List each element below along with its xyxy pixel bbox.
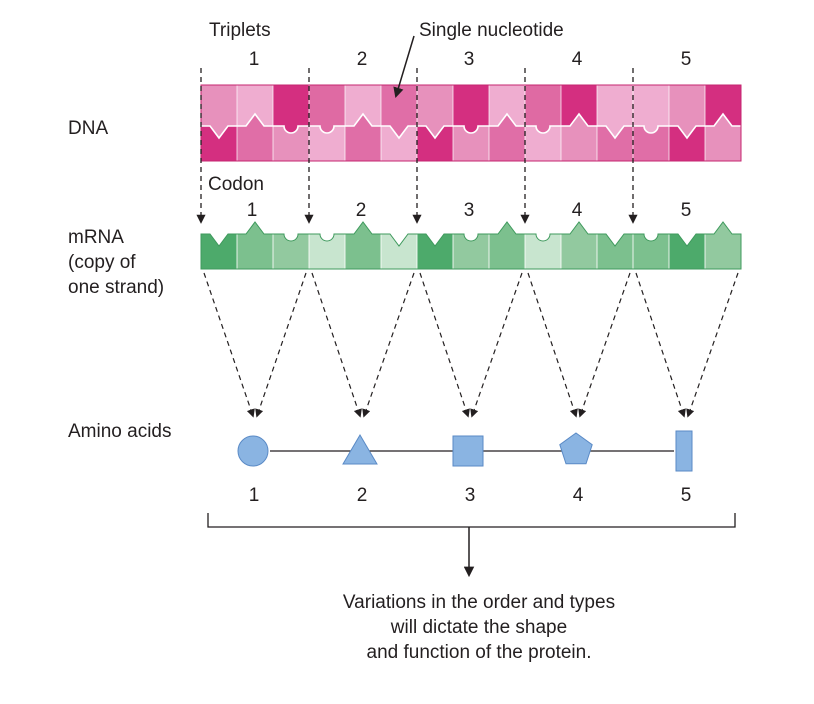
mrna-nucleotide bbox=[201, 222, 237, 269]
codon-right-arrow bbox=[686, 272, 739, 418]
triplet-number-4: 4 bbox=[571, 49, 583, 70]
amino-acid-rectangle bbox=[675, 430, 693, 472]
amino-number-3: 3 bbox=[464, 485, 476, 506]
codon-left-arrow bbox=[203, 272, 255, 418]
caption-line-3: and function of the protein. bbox=[366, 642, 592, 663]
protein-bracket bbox=[207, 513, 736, 528]
caption-line-1: Variations in the order and types bbox=[342, 592, 616, 613]
mrna-label-line-1: mRNA bbox=[68, 227, 124, 248]
mrna-nucleotide bbox=[705, 222, 741, 269]
mrna-nucleotide bbox=[489, 222, 525, 269]
codon-number-4: 4 bbox=[571, 200, 583, 221]
codon-left-arrow bbox=[635, 272, 686, 418]
triplet-divider-lines bbox=[196, 68, 638, 224]
bracket-and-arrow bbox=[207, 513, 736, 578]
mrna-nucleotide bbox=[237, 222, 273, 269]
mrna-nucleotide bbox=[669, 222, 705, 269]
codon-label: Codon bbox=[208, 174, 264, 195]
dna-base-pair-interface bbox=[201, 112, 741, 140]
codon-number-5: 5 bbox=[680, 200, 692, 221]
mrna-strand bbox=[200, 221, 742, 270]
mrna-label-line-2: (copy of bbox=[68, 252, 136, 273]
mrna-outline bbox=[200, 221, 742, 270]
mrna-nucleotide bbox=[417, 222, 453, 269]
amino-acid-circle bbox=[237, 435, 269, 467]
codon-right-arrow bbox=[470, 272, 523, 418]
triplets-label: Triplets bbox=[209, 20, 271, 41]
mrna-nucleotide bbox=[597, 222, 633, 269]
caption-line-2: will dictate the shape bbox=[390, 617, 568, 638]
codon-right-arrow bbox=[578, 272, 631, 418]
mrna-nucleotide bbox=[525, 222, 561, 269]
amino-number-5: 5 bbox=[680, 485, 692, 506]
mrna-nucleotide bbox=[633, 222, 669, 269]
single-nucleotide-pointer bbox=[393, 35, 415, 99]
mrna-nucleotide bbox=[273, 222, 309, 269]
single-nucleotide-label: Single nucleotide bbox=[419, 20, 564, 41]
codon-right-arrow bbox=[362, 272, 415, 418]
triplet-number-3: 3 bbox=[463, 49, 475, 70]
mrna-nucleotide bbox=[345, 222, 381, 269]
mrna-label-line-3: one strand) bbox=[68, 277, 165, 298]
mrna-nucleotide bbox=[309, 222, 345, 269]
triplet-number-1: 1 bbox=[248, 49, 260, 70]
dna-double-strand bbox=[200, 84, 742, 162]
amino-acids-label: Amino acids bbox=[68, 421, 172, 442]
mrna-nucleotide bbox=[561, 222, 597, 269]
codon-number-3: 3 bbox=[463, 200, 475, 221]
amino-acid-square bbox=[452, 435, 484, 467]
mrna-nucleotide bbox=[381, 222, 417, 269]
dna-label: DNA bbox=[68, 118, 109, 139]
codon-right-arrow bbox=[255, 272, 307, 418]
codon-to-amino-arrows bbox=[203, 272, 739, 418]
amino-acid-pentagon bbox=[559, 432, 593, 465]
amino-acid-triangle bbox=[342, 434, 378, 465]
codon-number-2: 2 bbox=[355, 200, 367, 221]
triplet-number-2: 2 bbox=[356, 49, 368, 70]
codon-left-arrow bbox=[527, 272, 578, 418]
amino-number-4: 4 bbox=[572, 485, 584, 506]
amino-acid-chain bbox=[237, 430, 693, 472]
amino-number-1: 1 bbox=[248, 485, 260, 506]
amino-number-2: 2 bbox=[356, 485, 368, 506]
mrna-nucleotide bbox=[453, 222, 489, 269]
codon-left-arrow bbox=[311, 272, 362, 418]
mrna-nucleotides bbox=[201, 222, 741, 269]
protein-caption: Variations in the order and types will d… bbox=[269, 590, 689, 665]
codon-number-1: 1 bbox=[246, 200, 258, 221]
triplet-number-5: 5 bbox=[680, 49, 692, 70]
codon-left-arrow bbox=[419, 272, 470, 418]
